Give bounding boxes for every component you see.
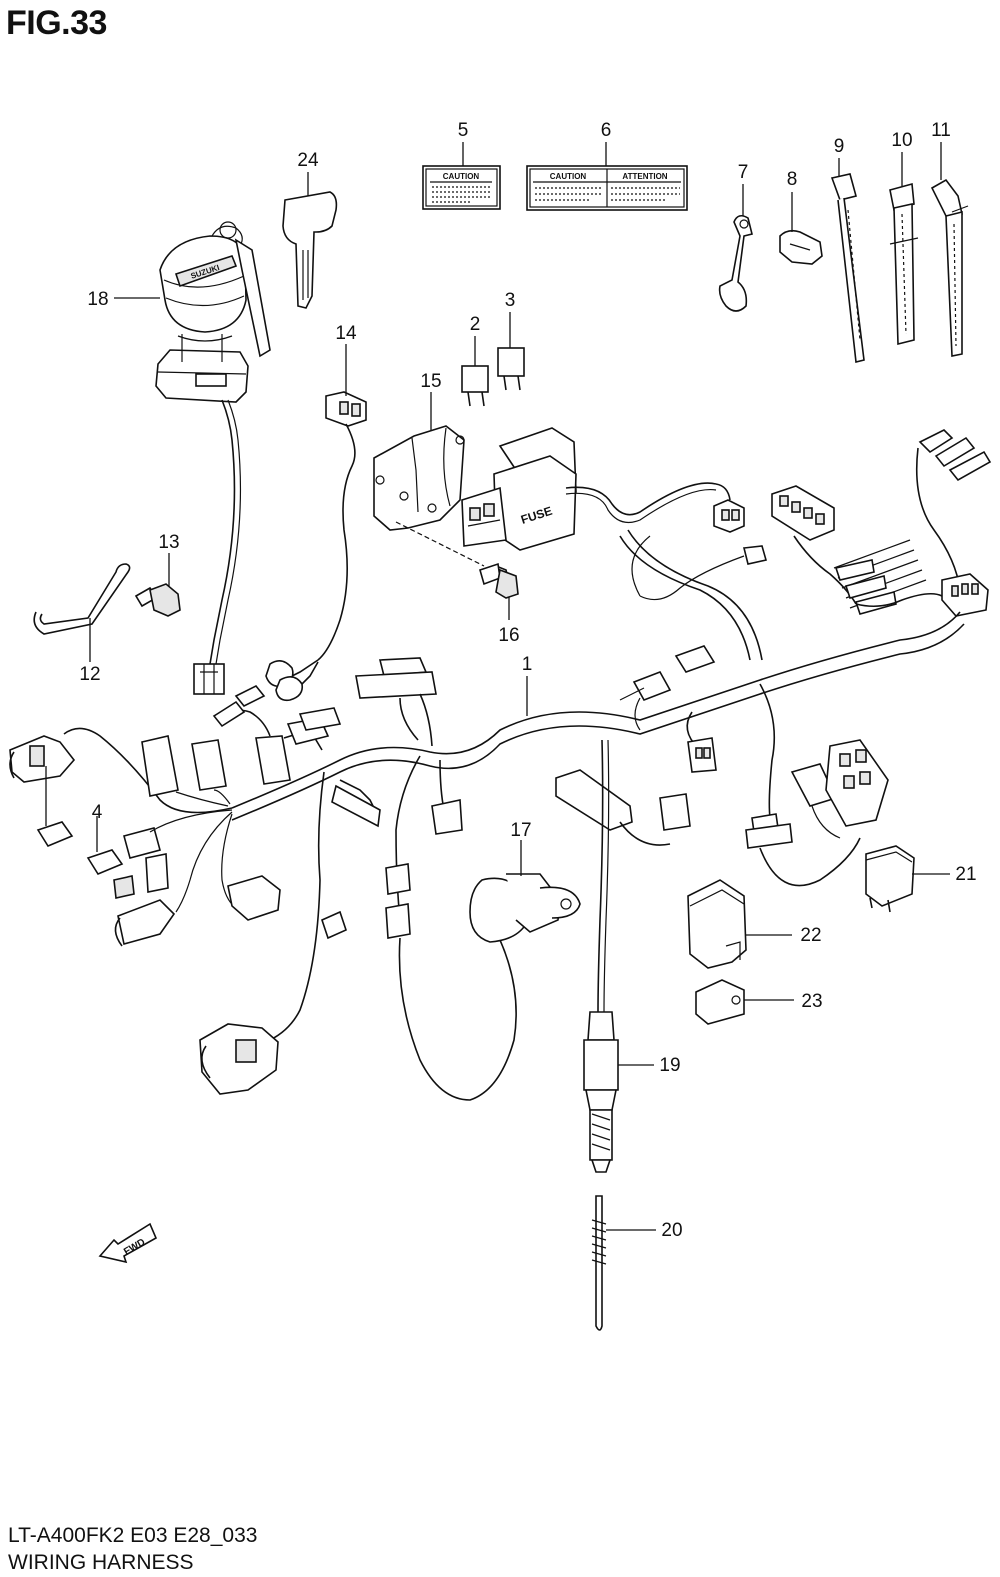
model-code: LT-A400FK2 E03 E28_033 (8, 1524, 258, 1547)
cable-tie-part-10[interactable] (889, 182, 919, 346)
callout-22: 22 (800, 925, 821, 946)
callout-7: 7 (738, 162, 749, 183)
callout-14: 14 (335, 323, 357, 344)
callout-6: 6 (601, 120, 612, 141)
callout-12: 12 (79, 664, 100, 685)
attention-text-6: ATTENTION (622, 172, 667, 181)
fuse-box[interactable]: FUSE (461, 427, 717, 551)
callout-4: 4 (92, 802, 103, 823)
callout-19: 19 (659, 1055, 680, 1076)
caution-text-6: CAUTION (550, 172, 587, 181)
fuse-part-3[interactable] (497, 347, 525, 391)
callout-10: 10 (891, 130, 912, 151)
callout-16: 16 (498, 625, 519, 646)
callout-8: 8 (787, 169, 798, 190)
caution-attention-label-part-6[interactable]: CAUTION ATTENTION (526, 165, 688, 211)
caution-text: CAUTION (443, 172, 480, 181)
callout-24: 24 (297, 150, 319, 171)
harness-left-branches[interactable] (9, 684, 381, 1095)
cable-tie-part-11[interactable] (930, 178, 969, 357)
clamp-part-8[interactable] (779, 229, 823, 265)
figure-name: WIRING HARNESS (8, 1551, 194, 1574)
cable-tie-part-9[interactable] (830, 173, 865, 363)
callout-3: 3 (505, 290, 516, 311)
callout-1: 1 (522, 654, 533, 675)
main-harness-part-1[interactable] (231, 529, 965, 1101)
callout-18: 18 (87, 289, 108, 310)
clamp-part-12[interactable] (33, 563, 131, 635)
bolt-part-13[interactable] (134, 583, 181, 617)
callout-15: 15 (420, 371, 441, 392)
callout-11: 11 (931, 120, 951, 141)
callout-5: 5 (458, 120, 469, 141)
forward-direction-arrow: FWD (98, 1222, 158, 1264)
cover-part-22[interactable] (687, 879, 747, 969)
callout-23: 23 (801, 991, 822, 1012)
fuse-part-2[interactable] (461, 365, 489, 407)
clamp-part-7[interactable] (718, 214, 753, 312)
callout-20: 20 (661, 1220, 682, 1241)
callout-21: 21 (955, 864, 976, 885)
caution-label-part-5[interactable]: CAUTION (422, 165, 501, 210)
callout-13: 13 (158, 532, 179, 553)
figure-title: FIG.33 (6, 4, 107, 42)
key-part-24[interactable] (282, 191, 338, 309)
callout-17: 17 (510, 820, 531, 841)
callout-9: 9 (834, 136, 845, 157)
bolt-part-16[interactable] (479, 562, 519, 599)
ignition-switch-part-18[interactable]: SUZUKI (155, 221, 271, 695)
bracket-part-15[interactable] (373, 425, 485, 567)
harness-upper-right[interactable] (639, 429, 992, 617)
pin-part-20[interactable] (591, 1195, 607, 1331)
relay-part-21[interactable] (865, 845, 915, 913)
bracket-part-23[interactable] (695, 979, 745, 1025)
callout-2: 2 (470, 314, 481, 335)
sensor-part-19[interactable] (583, 1011, 619, 1173)
connector-part-14[interactable] (265, 391, 367, 702)
leader-lines (45, 142, 950, 1231)
